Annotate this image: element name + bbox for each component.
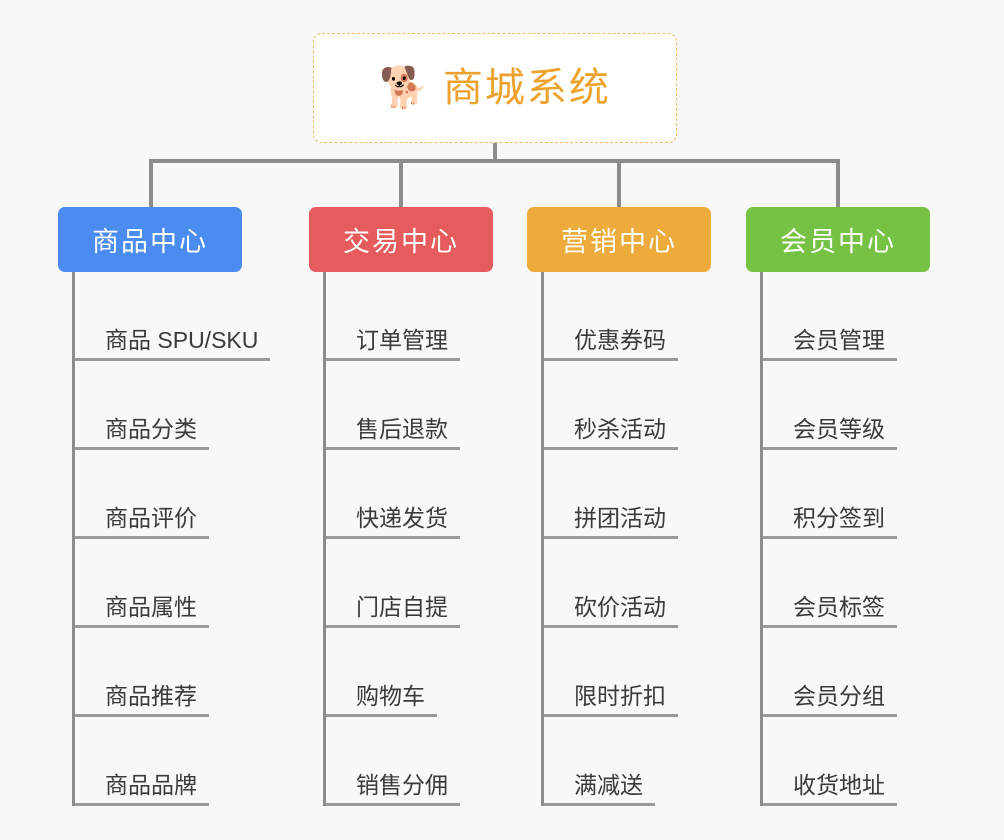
leaf-list-4: 会员管理 会员等级 积分签到 会员标签 会员分组 收货地址 — [760, 272, 897, 806]
list-item[interactable]: 秒杀活动 — [544, 361, 678, 450]
connector-horizontal-bus — [149, 159, 840, 163]
list-item[interactable]: 满减送 — [544, 717, 678, 806]
category-header-2[interactable]: 交易中心 — [309, 207, 493, 272]
leaf-label: 快递发货 — [326, 505, 460, 539]
list-item[interactable]: 优惠券码 — [544, 272, 678, 361]
category-column-4: 会员中心 会员管理 会员等级 积分签到 会员标签 会员分组 收货地址 — [746, 207, 930, 806]
leaf-label: 商品评价 — [75, 505, 209, 539]
leaf-label: 商品品牌 — [75, 772, 209, 806]
leaf-label: 购物车 — [326, 683, 437, 717]
leaf-label: 优惠券码 — [544, 327, 678, 361]
list-item[interactable]: 商品推荐 — [75, 628, 270, 717]
leaf-label: 会员管理 — [763, 327, 897, 361]
leaf-label: 会员标签 — [763, 594, 897, 628]
leaf-label: 秒杀活动 — [544, 416, 678, 450]
list-item[interactable]: 商品评价 — [75, 450, 270, 539]
list-item[interactable]: 拼团活动 — [544, 450, 678, 539]
leaf-label: 商品属性 — [75, 594, 209, 628]
list-item[interactable]: 收货地址 — [763, 717, 897, 806]
list-item[interactable]: 会员等级 — [763, 361, 897, 450]
connector-drop-column-3 — [617, 159, 621, 209]
leaf-label: 商品分类 — [75, 416, 209, 450]
list-item[interactable]: 限时折扣 — [544, 628, 678, 717]
leaf-label: 满减送 — [544, 772, 655, 806]
shiba-inu-dog-face-icon: 🐕 — [379, 65, 429, 111]
connector-drop-column-2 — [399, 159, 403, 209]
root-node-shop-system[interactable]: 🐕 商城系统 — [313, 33, 677, 143]
category-header-3[interactable]: 营销中心 — [527, 207, 711, 272]
category-column-1: 商品中心 商品 SPU/SKU 商品分类 商品评价 商品属性 商品推荐 商品品牌 — [58, 207, 271, 806]
list-item[interactable]: 商品属性 — [75, 539, 270, 628]
list-item[interactable]: 积分签到 — [763, 450, 897, 539]
list-item[interactable]: 售后退款 — [326, 361, 460, 450]
leaf-label: 拼团活动 — [544, 505, 678, 539]
connector-drop-column-4 — [836, 159, 840, 209]
list-item[interactable]: 订单管理 — [326, 272, 460, 361]
category-column-2: 交易中心 订单管理 售后退款 快递发货 门店自提 购物车 销售分佣 — [309, 207, 493, 806]
list-item[interactable]: 商品 SPU/SKU — [75, 272, 271, 361]
category-header-3-label: 营销中心 — [561, 227, 677, 257]
leaf-label: 商品 SPU/SKU — [75, 327, 271, 361]
list-item[interactable]: 商品品牌 — [75, 717, 270, 806]
category-header-4-label: 会员中心 — [780, 227, 896, 257]
leaf-list-1: 商品 SPU/SKU 商品分类 商品评价 商品属性 商品推荐 商品品牌 — [72, 272, 271, 806]
leaf-label: 会员等级 — [763, 416, 897, 450]
list-item[interactable]: 砍价活动 — [544, 539, 678, 628]
leaf-label: 收货地址 — [763, 772, 897, 806]
leaf-label: 限时折扣 — [544, 683, 678, 717]
leaf-list-2: 订单管理 售后退款 快递发货 门店自提 购物车 销售分佣 — [323, 272, 460, 806]
connector-drop-column-1 — [149, 159, 153, 209]
leaf-label: 砍价活动 — [544, 594, 678, 628]
list-item[interactable]: 购物车 — [326, 628, 460, 717]
list-item[interactable]: 会员分组 — [763, 628, 897, 717]
leaf-label: 售后退款 — [326, 416, 460, 450]
leaf-label: 积分签到 — [763, 505, 897, 539]
category-header-4[interactable]: 会员中心 — [746, 207, 930, 272]
leaf-label: 订单管理 — [326, 327, 460, 361]
connector-root-stem — [493, 143, 497, 163]
leaf-label: 会员分组 — [763, 683, 897, 717]
leaf-label: 门店自提 — [326, 594, 460, 628]
category-header-2-label: 交易中心 — [343, 227, 459, 257]
leaf-list-3: 优惠券码 秒杀活动 拼团活动 砍价活动 限时折扣 满减送 — [541, 272, 678, 806]
list-item[interactable]: 会员管理 — [763, 272, 897, 361]
category-header-1-label: 商品中心 — [92, 227, 208, 257]
root-node-title: 商城系统 — [442, 66, 611, 110]
list-item[interactable]: 会员标签 — [763, 539, 897, 628]
list-item[interactable]: 门店自提 — [326, 539, 460, 628]
category-column-3: 营销中心 优惠券码 秒杀活动 拼团活动 砍价活动 限时折扣 满减送 — [527, 207, 711, 806]
category-header-1[interactable]: 商品中心 — [58, 207, 242, 272]
list-item[interactable]: 商品分类 — [75, 361, 270, 450]
list-item[interactable]: 快递发货 — [326, 450, 460, 539]
leaf-label: 商品推荐 — [75, 683, 209, 717]
leaf-label: 销售分佣 — [326, 772, 460, 806]
list-item[interactable]: 销售分佣 — [326, 717, 460, 806]
